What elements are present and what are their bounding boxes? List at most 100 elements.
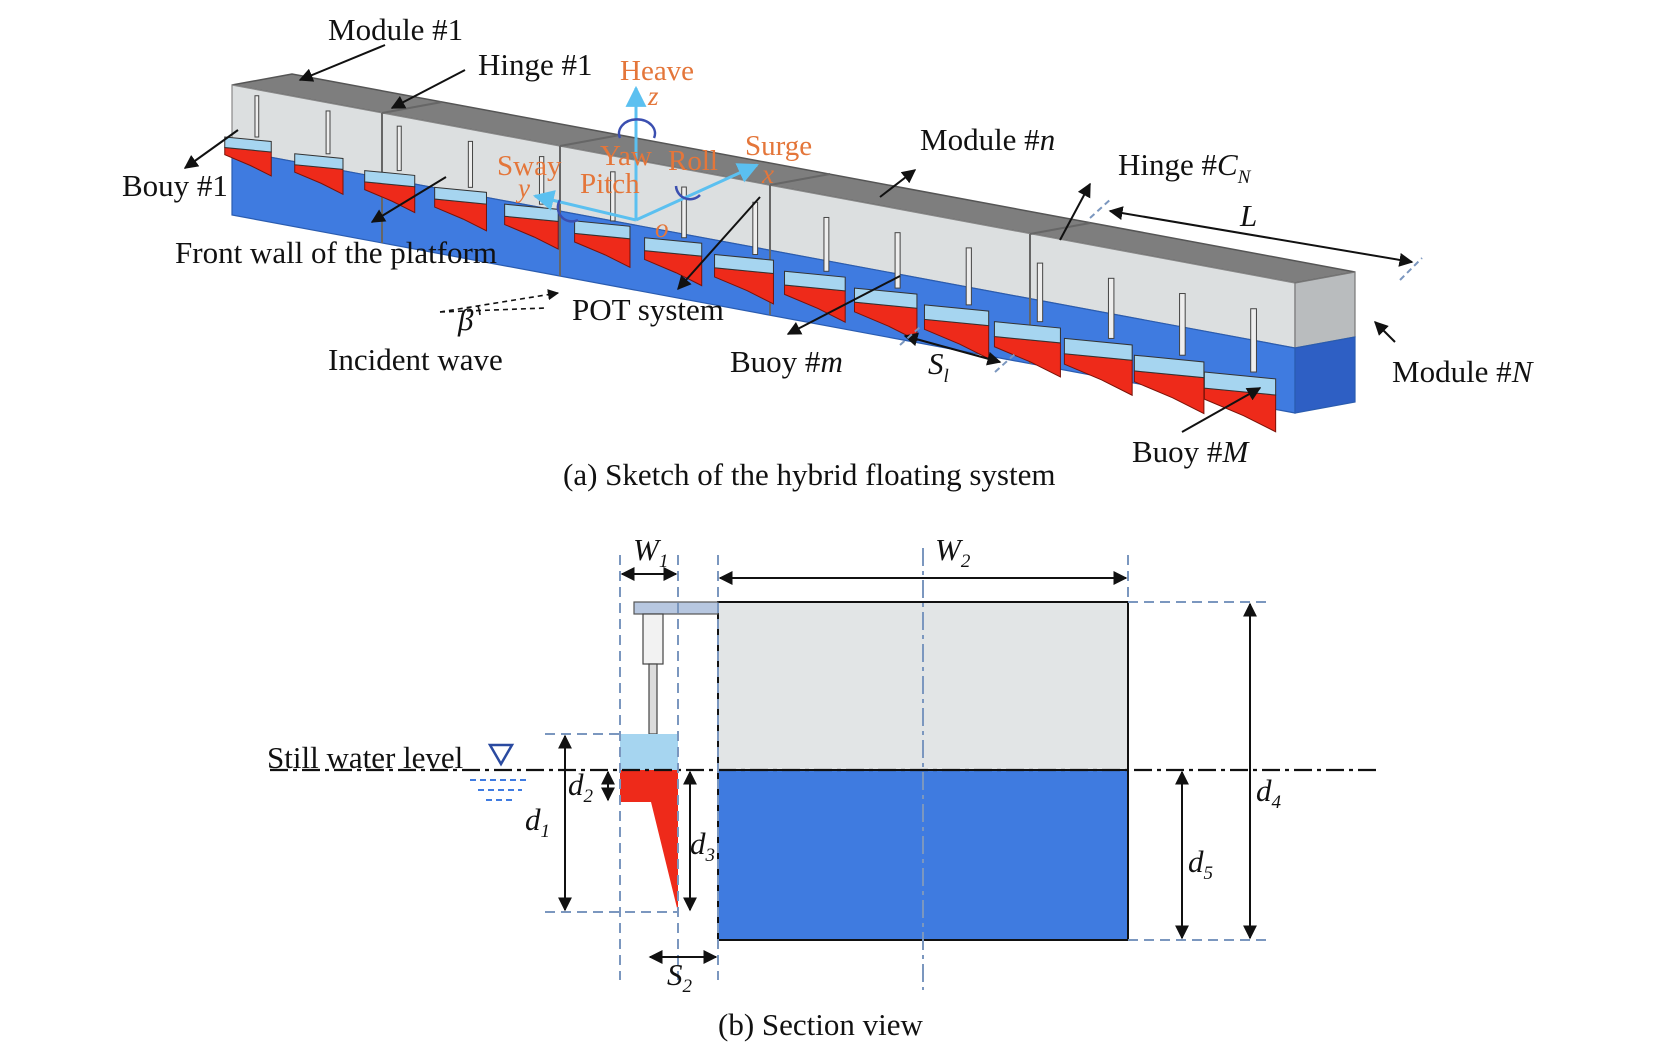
buoy <box>224 95 272 177</box>
label-surge: Surge <box>745 130 812 162</box>
label-pitch: Pitch <box>580 168 640 200</box>
caption-section: (b) Section view <box>718 1007 924 1042</box>
buoy-rod <box>823 216 830 272</box>
buoy-rod <box>1036 262 1044 323</box>
label-yaw: Yaw <box>600 140 652 172</box>
buoy-rod <box>681 186 687 239</box>
buoy <box>993 262 1061 378</box>
buoy-top <box>574 220 631 240</box>
incident-wave-symbol <box>439 289 560 316</box>
label-axis-x: x <box>761 159 774 189</box>
buoy <box>1063 277 1133 397</box>
pot-rod <box>648 663 658 735</box>
buoy-top <box>784 270 846 292</box>
label-incident-wave: Incident wave <box>328 342 503 377</box>
buoy-rod <box>254 95 260 138</box>
label-beta: β <box>457 302 474 337</box>
label-roll: Roll <box>668 145 718 177</box>
label-axis-y: y <box>515 173 530 203</box>
section-dashed-lines <box>545 555 1270 980</box>
buoy-array <box>224 95 1277 433</box>
dim-d5: d5 <box>1188 844 1213 884</box>
buoy-rod <box>325 110 331 155</box>
caption-sketch: (a) Sketch of the hybrid floating system <box>563 457 1055 492</box>
label-hinge-1: Hinge #1 <box>478 47 593 82</box>
label-heave: Heave <box>620 55 694 87</box>
dim-d1: d1 <box>525 802 550 842</box>
buoy <box>574 171 631 269</box>
buoy-rod <box>1179 293 1186 356</box>
label-length-l: L <box>1239 198 1257 233</box>
dim-w1: W1 <box>633 532 668 572</box>
buoy <box>714 201 774 305</box>
label-s-l: Sl <box>928 346 949 387</box>
buoy-rod <box>610 171 616 222</box>
section-dimension-arrows <box>558 567 1257 964</box>
buoy-top <box>224 136 272 153</box>
label-buoy-M: Buoy #M <box>1132 434 1250 469</box>
buoy-top <box>714 253 774 275</box>
platform-submerged-end <box>1294 336 1356 414</box>
buoy-rod <box>467 140 474 188</box>
roll-rotation-arc <box>674 185 701 201</box>
label-bouy-1: Bouy #1 <box>122 168 228 203</box>
buoy-top <box>923 304 990 327</box>
water-surface-hatch <box>470 779 530 801</box>
axis-y-arrow <box>532 190 637 222</box>
label-still-water-level: Still water level <box>267 740 463 775</box>
buoy-hull <box>1063 353 1133 397</box>
buoy-top <box>1063 337 1133 361</box>
buoy <box>434 140 487 232</box>
buoy-top <box>993 321 1061 344</box>
buoy <box>853 232 918 342</box>
platform-sketch <box>224 73 1356 433</box>
platform-end-face <box>1294 271 1356 349</box>
label-buoy-m: Buoy #m <box>730 344 843 379</box>
buoy-top <box>434 186 487 205</box>
buoy <box>504 156 559 250</box>
label-origin: o <box>655 213 669 243</box>
axis-x-arrow <box>635 163 759 222</box>
pot-cylinder <box>642 613 664 665</box>
buoy-top <box>364 170 416 188</box>
label-module-1: Module #1 <box>328 12 463 47</box>
label-module-N: Module #N <box>1392 354 1535 389</box>
pitch-rotation-arc <box>556 199 579 223</box>
buoy-top <box>853 287 918 309</box>
buoy-rod <box>965 247 972 306</box>
yaw-rotation-arc <box>617 118 657 139</box>
dim-w2: W2 <box>935 532 971 572</box>
label-pot-system: POT system <box>572 292 724 327</box>
label-hinge-cn: Hinge #CN <box>1118 147 1252 188</box>
buoy-top <box>294 153 344 170</box>
buoy-hull <box>1133 370 1205 415</box>
dim-d3: d3 <box>690 826 715 866</box>
dim-d2: d2 <box>568 767 594 807</box>
buoy-rod <box>752 201 759 255</box>
section-view: Still water level W1 W2 d1 d2 d3 d4 d5 S… <box>267 532 1380 997</box>
dim-s2: S2 <box>667 957 693 997</box>
pot-arm-horizontal <box>633 601 719 615</box>
buoy-submerged-wedge <box>620 770 678 912</box>
label-axis-z: z <box>647 81 659 111</box>
buoy <box>364 125 416 214</box>
buoy-rod <box>1250 308 1257 373</box>
buoy-top <box>644 237 703 257</box>
buoy-hull <box>1203 387 1277 433</box>
buoy <box>294 110 344 196</box>
buoy <box>1133 293 1205 415</box>
buoy-rod <box>894 232 901 289</box>
label-sway: Sway <box>497 150 562 182</box>
label-front-wall: Front wall of the platform <box>175 235 497 270</box>
motion-axes <box>532 85 759 223</box>
buoy <box>644 186 703 287</box>
dim-ticks-sketch <box>899 197 1423 373</box>
water-level-triangle <box>487 743 515 767</box>
buoy-rod <box>1107 277 1115 339</box>
buoy-rod <box>396 125 402 172</box>
dim-d4: d4 <box>1256 773 1282 813</box>
buoy-above-water <box>620 734 678 770</box>
leader-arrows <box>183 44 1414 433</box>
label-module-n: Module #n <box>920 122 1055 157</box>
